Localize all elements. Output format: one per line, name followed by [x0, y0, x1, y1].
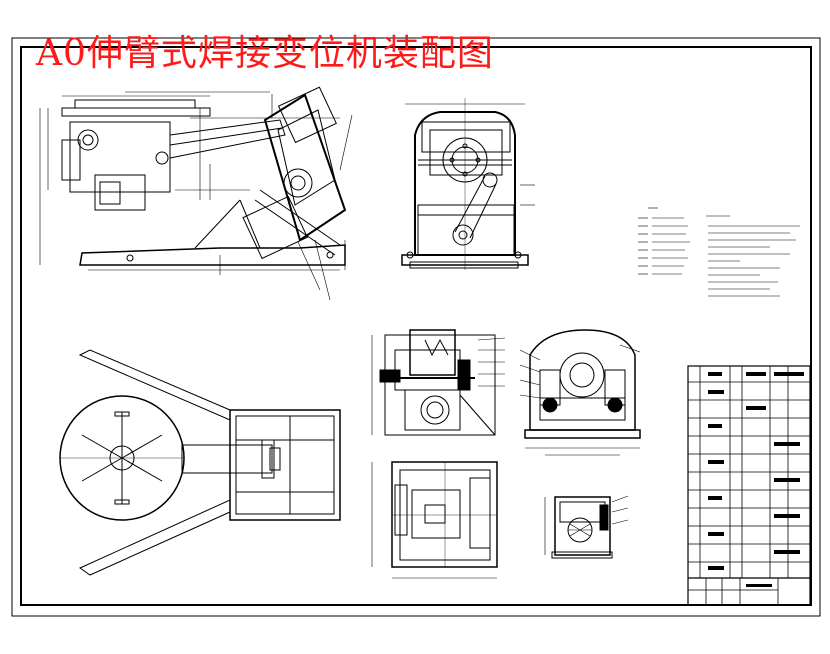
- motor-detail-view: [544, 495, 629, 559]
- gearbox-end-view: [519, 329, 641, 456]
- technical-notes: [638, 207, 800, 297]
- plan-view: [59, 349, 341, 576]
- side-view: [401, 98, 535, 270]
- outer-frame: [11, 37, 821, 617]
- gearbox-top-view: [371, 461, 498, 579]
- gearbox-section-view: [371, 329, 506, 436]
- front-elevation-view: [39, 86, 353, 301]
- inner-frame: [20, 46, 812, 606]
- drawing-title: A0伸臂式焊接变位机装配图: [36, 33, 494, 74]
- parts-list-table: [687, 365, 811, 606]
